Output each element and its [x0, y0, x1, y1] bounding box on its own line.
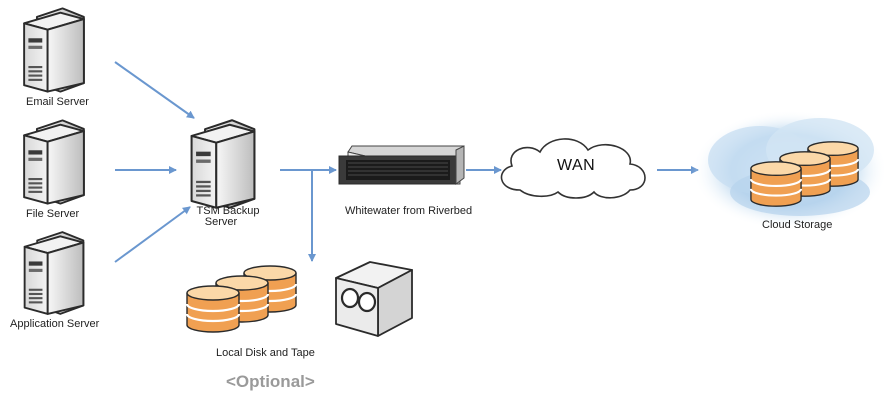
connector-arrows	[114, 61, 699, 263]
application-server-icon	[23, 231, 85, 315]
disk-stack-icon	[185, 264, 298, 334]
whitewater-label: Whitewater from Riverbed	[345, 205, 473, 217]
file-server-icon	[23, 119, 85, 205]
wan-cloud-icon	[500, 138, 646, 199]
optional-label: <Optional>	[226, 372, 315, 391]
tsm-backup-server-label-line2: Server	[204, 216, 238, 228]
cloud-storage-label: Cloud Storage	[762, 219, 833, 231]
arrow-application-to-tsm	[114, 206, 191, 263]
rack-appliance-icon	[338, 145, 465, 185]
arrow-email-to-tsm	[114, 61, 195, 119]
tsm-backup-server-label-line1: TSM Backup	[196, 205, 260, 217]
email-server-label: Email Server	[26, 96, 89, 108]
email-server-icon	[23, 7, 85, 93]
tsm-backup-server-icon	[190, 119, 256, 209]
local-disk-and-tape-label: Local Disk and Tape	[216, 347, 315, 359]
file-server-label: File Server	[26, 208, 80, 220]
application-server-label: Application Server	[10, 318, 100, 330]
tape-drive-icon	[335, 261, 413, 337]
wan-label: WAN	[557, 157, 596, 174]
